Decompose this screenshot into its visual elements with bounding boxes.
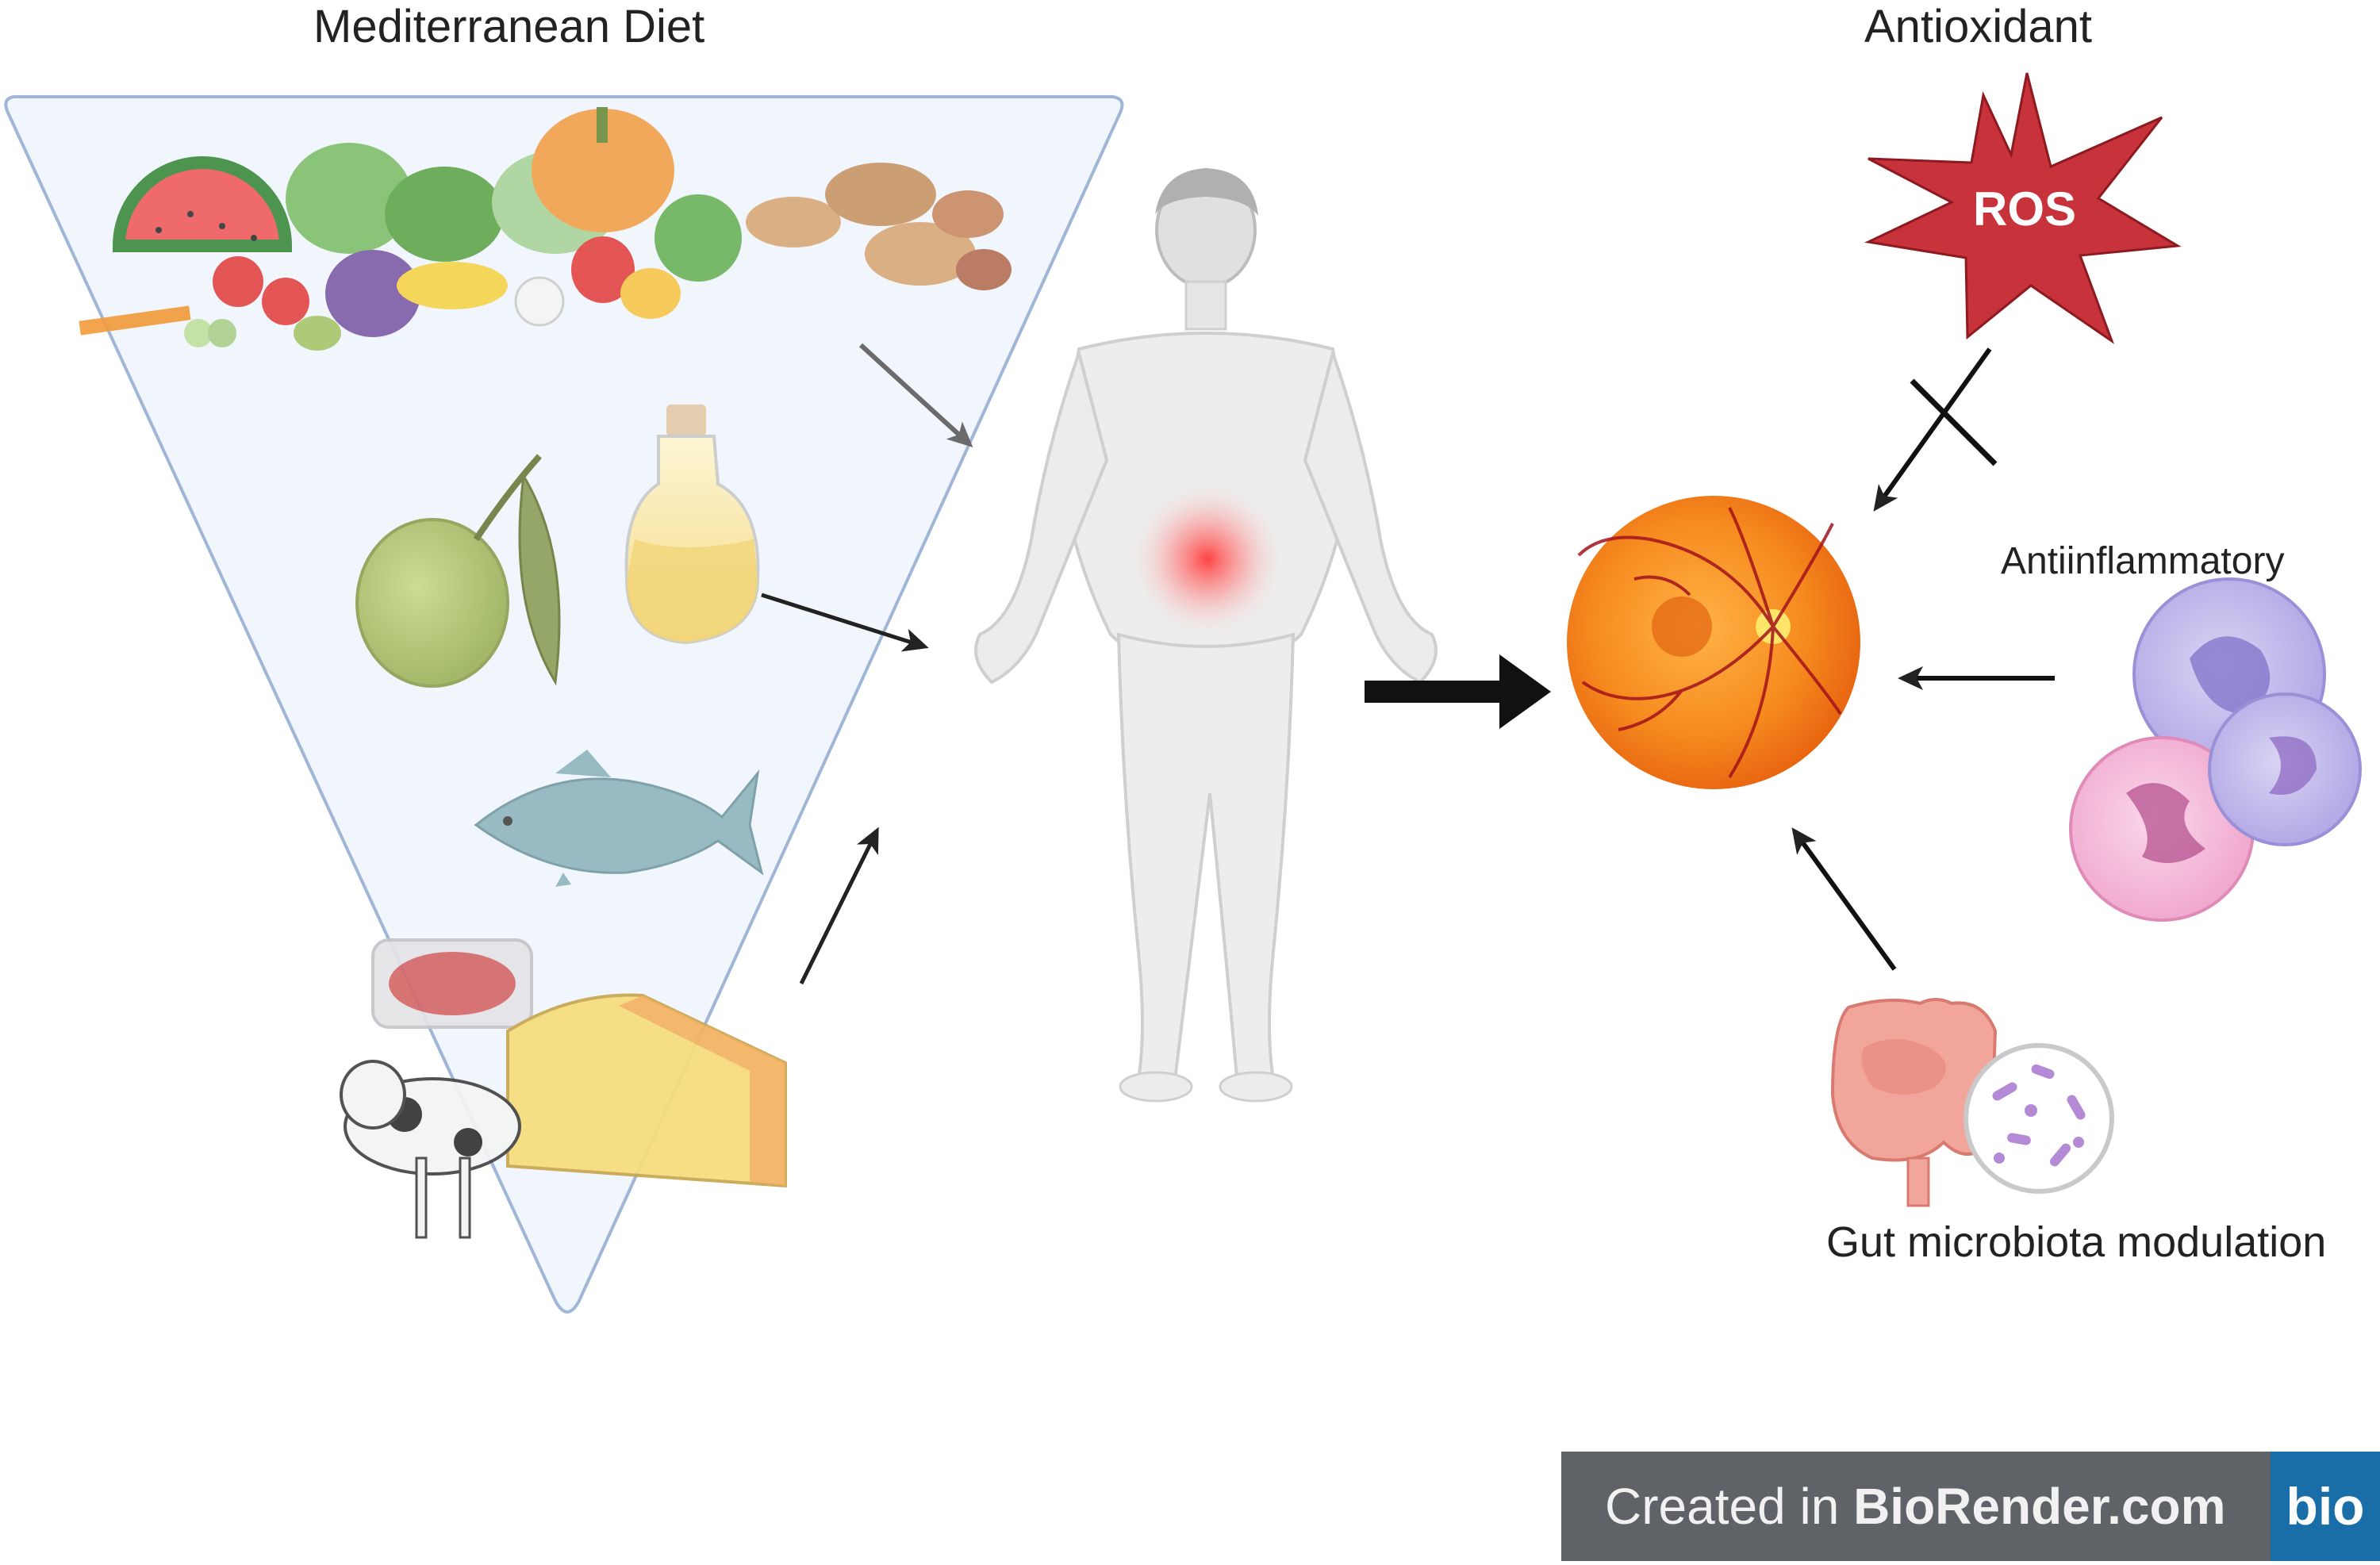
- gut-microbiota-label: Gut microbiota modulation: [1826, 1218, 2327, 1266]
- block-cross-icon: [1910, 378, 1998, 466]
- biorender-watermark: Created in BioRender.com bio: [1561, 1452, 2380, 1561]
- watermark-text: Created in BioRender.com: [1605, 1477, 2226, 1536]
- antiinflammatory-label: Antiinflammatory: [2001, 540, 2285, 582]
- inflammation-spot: [1132, 484, 1283, 635]
- arrow-fruits-to-body: [858, 343, 973, 448]
- arrow-ros-to-retina: [1873, 347, 1992, 512]
- arrow-oil-to-body: [761, 593, 929, 652]
- olive-oil-icon: [355, 405, 760, 688]
- immune-cells-icon: [2069, 577, 2362, 922]
- retina-icon: [1567, 496, 1860, 789]
- antioxidant-label: Antioxidant: [1864, 1, 2092, 52]
- biorender-logo-icon: bio: [2271, 1452, 2380, 1561]
- dairy-meat-icon: [340, 938, 787, 1239]
- watermark-prefix: Created in: [1605, 1478, 1854, 1535]
- ros-label: ROS: [1973, 182, 2076, 236]
- gut-microbiota-icon: [1830, 998, 2114, 1207]
- arrow-gut-to-retina: [1791, 827, 1897, 971]
- ros-star-icon: [1864, 72, 2182, 344]
- arrow-body-to-retina-head: [1499, 654, 1551, 729]
- human-body-icon: [974, 168, 1438, 1103]
- diet-pyramid: [4, 95, 1124, 1314]
- fruits-vegetables-nuts-icon: [79, 107, 1012, 351]
- fish-icon: [474, 750, 764, 887]
- watermark-brand: BioRender.com: [1853, 1478, 2226, 1535]
- arrow-dairy-to-body: [799, 827, 879, 985]
- diet-title: Mediterranean Diet: [313, 1, 705, 52]
